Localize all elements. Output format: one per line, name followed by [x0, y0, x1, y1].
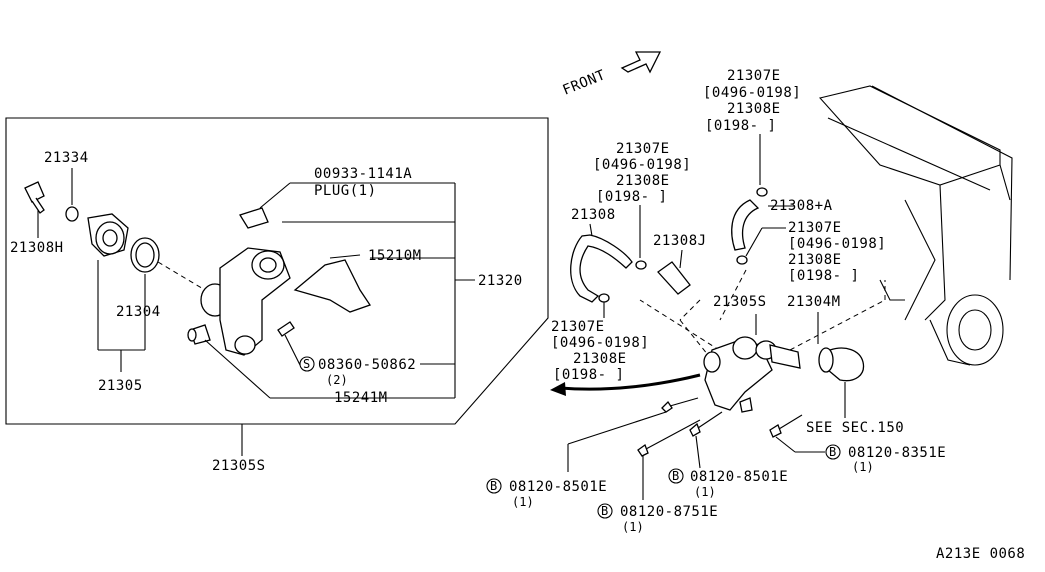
- flow-arrow-head-icon: [550, 382, 566, 396]
- label-21304m: 21304M: [787, 294, 841, 310]
- clamp-a: [756, 187, 768, 197]
- label-21308: 21308: [571, 207, 616, 223]
- screw-08360: [277, 321, 295, 337]
- label-00933: 00933-1141A: [314, 166, 412, 182]
- s-circle-icon: [299, 356, 315, 372]
- label-08120-8501e-a: 08120-8501E: [690, 469, 788, 485]
- label-see-sec150: SEE SEC.150: [806, 420, 904, 436]
- b-circle-icon-1: [825, 444, 841, 460]
- label-21308j: 21308J: [653, 233, 707, 249]
- qty-8501e-a: (1): [694, 485, 716, 499]
- label-08120-8501e-b: 08120-8501E: [509, 479, 607, 495]
- label-21307e-b: 21307E: [616, 141, 670, 157]
- front-arrow-icon: [620, 51, 662, 74]
- label-21308e-c: 21308E: [788, 252, 842, 268]
- qty-8751e: (1): [622, 520, 644, 534]
- label-21307e-a: 21307E: [727, 68, 781, 84]
- label-08120-8751e: 08120-8751E: [620, 504, 718, 520]
- label-range-b: [0496-0198]: [593, 157, 691, 173]
- engine-block: [818, 85, 1013, 366]
- label-21304: 21304: [116, 304, 161, 320]
- s-circle-letter: S: [303, 357, 310, 371]
- washer-21334: [65, 206, 79, 222]
- b-letter-3: B: [490, 479, 497, 493]
- label-21305s-right: 21305S: [713, 294, 767, 310]
- flow-arrow: [559, 373, 701, 391]
- label-range-a: [0496-0198]: [703, 85, 801, 101]
- b-letter-2: B: [672, 469, 679, 483]
- hose-21308: [570, 234, 633, 303]
- label-21308a: 21308+A: [770, 198, 833, 214]
- label-21305: 21305: [98, 378, 143, 394]
- diagram-code: A213E 0068: [936, 546, 1025, 562]
- label-21320: 21320: [478, 273, 523, 289]
- label-range2-c: [0198- ]: [788, 268, 859, 284]
- b-circle-icon-4: [597, 503, 613, 519]
- b-circle-icon-3: [486, 478, 502, 494]
- qty-8351e: (1): [852, 460, 874, 474]
- label-21334: 21334: [44, 150, 89, 166]
- housing-21305: [87, 213, 160, 273]
- label-08360-qty: (2): [326, 373, 348, 387]
- label-21308e-d: 21308E: [573, 351, 627, 367]
- label-21307e-c: 21307E: [788, 220, 842, 236]
- b-letter-4: B: [601, 504, 608, 518]
- label-21308e-b: 21308E: [616, 173, 670, 189]
- clamp-b: [635, 260, 647, 270]
- label-21307e-d: 21307E: [551, 319, 605, 335]
- bolts-right: [637, 397, 803, 457]
- label-range2-d: [0198- ]: [553, 367, 624, 383]
- plug: [239, 207, 269, 229]
- label-08360: 08360-50862: [318, 357, 416, 373]
- b-letter-1: B: [829, 445, 836, 459]
- label-range-d: [0496-0198]: [551, 335, 649, 351]
- thermostat-housing: [187, 207, 291, 356]
- label-21308e-a: 21308E: [727, 101, 781, 117]
- front-label: FRONT: [561, 67, 608, 99]
- label-plug: PLUG(1): [314, 183, 377, 199]
- label-range-c: [0496-0198]: [788, 236, 886, 252]
- label-08120-8351e: 08120-8351E: [848, 445, 946, 461]
- inset-frame: [5, 117, 549, 425]
- label-range2-b: [0198- ]: [596, 189, 667, 205]
- label-21305s-bottom: 21305S: [212, 458, 266, 474]
- b-circle-icon-2: [668, 468, 684, 484]
- bolt-21308h: [24, 181, 45, 214]
- label-range2-a: [0198- ]: [705, 118, 776, 134]
- label-15241m: 15241M: [334, 390, 388, 406]
- clamp-d: [598, 293, 610, 303]
- fitting-21308j: [657, 261, 691, 295]
- label-21308h: 21308H: [10, 240, 64, 256]
- thermostat-assembly-right: [703, 336, 865, 411]
- qty-8501e-b: (1): [512, 495, 534, 509]
- bracket-15210m: [293, 259, 372, 313]
- label-15210m: 15210M: [368, 248, 422, 264]
- hose-21308a: [731, 199, 760, 251]
- clamp-c: [736, 255, 748, 265]
